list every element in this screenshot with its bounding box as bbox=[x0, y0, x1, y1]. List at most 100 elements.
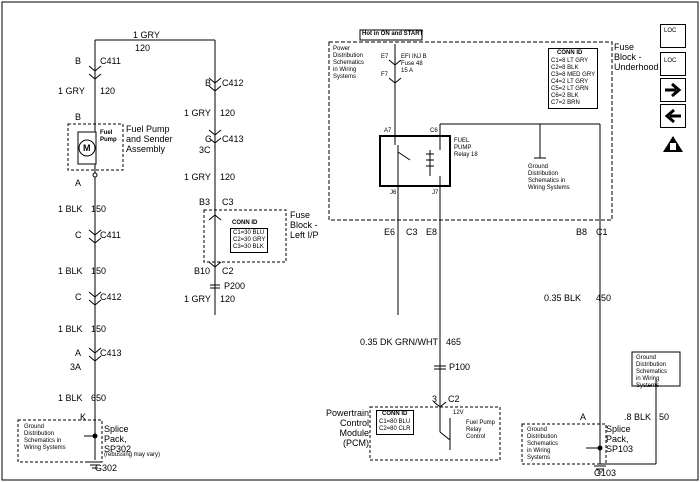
relay-pin-j6: J6 bbox=[390, 190, 397, 196]
lip-conn-table: C1=30 BLU C2=30 GRY C3=30 BLK bbox=[230, 228, 269, 253]
underhood-conn-line: C7=2 BRN bbox=[551, 100, 580, 106]
mid-wire-1: 1 GRY bbox=[184, 108, 211, 118]
left-wire-4: 1 BLK bbox=[58, 324, 83, 334]
ground-distribution-note-right: Ground Distribution Schematics in Wiring… bbox=[636, 355, 668, 389]
relay-pin-a7: A7 bbox=[384, 128, 392, 134]
left-wire-5-num: 650 bbox=[91, 393, 107, 403]
top-wire-color: 1 GRY bbox=[133, 30, 160, 40]
underhood-conn-line: C5=2 LT GRN bbox=[551, 86, 589, 92]
left-wire-1: 1 GRY bbox=[58, 86, 85, 96]
underhood-f7: F7 bbox=[381, 72, 389, 78]
pcm-relay-control-label: Fuel Pump Relay Control bbox=[466, 420, 496, 440]
right-b8: B8 bbox=[576, 227, 588, 237]
mid-c3: C3 bbox=[222, 197, 234, 207]
splice-right-ground-note: Ground Distribution Schematics in Wiring… bbox=[527, 427, 559, 461]
locator-view-button-2[interactable]: LOC bbox=[660, 52, 686, 76]
left-wire-2-num: 150 bbox=[91, 204, 107, 214]
underhood-conn-line: C2=8 BLK bbox=[551, 65, 579, 71]
left-c411: C411 bbox=[100, 56, 121, 66]
left-a-pin: A bbox=[75, 178, 82, 188]
left-wire-4-num: 150 bbox=[91, 324, 107, 334]
next-page-button[interactable] bbox=[660, 78, 686, 102]
left-c412: C412 bbox=[100, 292, 122, 302]
left-wire-1-num: 120 bbox=[100, 86, 116, 96]
arrow-left-icon bbox=[664, 108, 681, 124]
efi-fuse-label: EFI INJ B Fuse 48 15 A bbox=[401, 54, 427, 74]
ground-g302: G302 bbox=[95, 463, 118, 473]
mid-b-pin: B bbox=[205, 78, 212, 88]
mid-c2: C2 bbox=[222, 266, 234, 276]
underhood-conn-line: C3=8 MED GRY bbox=[551, 72, 596, 78]
loc-icon: LOC bbox=[664, 58, 677, 64]
right-c1: C1 bbox=[596, 227, 608, 237]
arrow-right-icon bbox=[665, 82, 682, 98]
locator-view-button[interactable]: LOC bbox=[660, 24, 686, 48]
diagnostic-button[interactable] bbox=[662, 134, 684, 154]
lip-conn-line: C2=30 GRY bbox=[233, 237, 266, 243]
right-blk-8: .8 BLK bbox=[624, 412, 652, 422]
right-c3: C3 bbox=[406, 227, 418, 237]
hot-in-on-start-label: Hot in ON and START bbox=[362, 31, 424, 37]
underhood-e7: E7 bbox=[381, 54, 389, 60]
left-b-pin: B bbox=[75, 56, 82, 66]
pcm-conn-line: C1=80 BLU bbox=[379, 419, 411, 425]
mid-b10: B10 bbox=[194, 266, 211, 276]
loc-icon: LOC bbox=[664, 28, 677, 34]
mid-pin-3c: 3C bbox=[199, 145, 211, 155]
left-wire-3-num: 150 bbox=[91, 266, 107, 276]
left-wire-2: 1 BLK bbox=[58, 204, 83, 214]
splice-left-label: Splice Pack, SP302 bbox=[104, 424, 132, 454]
right-blk-35: 0.35 BLK bbox=[544, 293, 582, 303]
fuel-pump-relay-label: FUEL PUMP Relay 18 bbox=[454, 138, 478, 158]
fuse-block-underhood-label: Fuse Block - Underhood bbox=[614, 42, 659, 72]
underhood-conn-line: C6=2 BLK bbox=[551, 93, 579, 99]
lip-conn-line: C3=30 BLK bbox=[233, 244, 264, 250]
top-wire-circuit: 120 bbox=[135, 43, 151, 53]
right-e8: E8 bbox=[426, 227, 438, 237]
underhood-conn-line: C4=2 LT GRY bbox=[551, 79, 589, 85]
right-pin3: 3 bbox=[432, 394, 438, 404]
left-b-lower: B bbox=[75, 112, 82, 122]
left-pin-3a: 3A bbox=[70, 362, 82, 372]
mid-wire-3-num: 120 bbox=[220, 294, 236, 304]
underhood-conn-title: CONN ID bbox=[557, 50, 583, 56]
mid-wire-2: 1 GRY bbox=[184, 172, 211, 182]
pcm-conn-line: C2=80 CLR bbox=[379, 426, 411, 432]
mid-b3: B3 bbox=[199, 197, 211, 207]
relay-pin-j7: J7 bbox=[432, 190, 439, 196]
mid-wire-2-num: 120 bbox=[220, 172, 236, 182]
right-a-pin: A bbox=[580, 412, 587, 422]
right-blk-8-num: 50 bbox=[659, 412, 670, 422]
lip-conn-title: CONN ID bbox=[232, 220, 258, 226]
right-dk-grn: 0.35 DK GRN/WHT bbox=[360, 337, 439, 347]
pcm-conn-title: CONN ID bbox=[382, 411, 408, 417]
motor-symbol: M bbox=[83, 143, 91, 153]
left-c-pin2: C bbox=[75, 292, 82, 302]
mid-wire-1-num: 120 bbox=[220, 108, 236, 118]
pcm-voltage: 12V bbox=[453, 410, 464, 416]
fuel-pump-assembly-label: Fuel Pump and Sender Assembly bbox=[126, 124, 173, 154]
splice-right-label: Splice Pack, SP103 bbox=[606, 424, 634, 454]
mid-wire-3: 1 GRY bbox=[184, 294, 211, 304]
mid-c-pin: C bbox=[205, 134, 212, 144]
previous-page-button[interactable] bbox=[660, 104, 686, 128]
lip-conn-line: C1=30 BLU bbox=[233, 230, 265, 236]
right-dk-grn-num: 465 bbox=[446, 337, 462, 347]
left-wire-3: 1 BLK bbox=[58, 266, 83, 276]
power-distribution-note: Power Distribution Schematics in Wiring … bbox=[333, 46, 365, 80]
left-k-pin: K bbox=[80, 412, 87, 422]
left-wire-5: 1 BLK bbox=[58, 393, 83, 403]
splice-left-ground-note: Ground Distribution Schematics in Wiring… bbox=[24, 424, 66, 451]
mid-p200: P200 bbox=[224, 281, 246, 291]
pump-inner-label: Fuel Pump bbox=[100, 130, 117, 143]
underhood-conn-table: C1=8 LT GRY C2=8 BLK C3=8 MED GRY C4=2 L… bbox=[548, 48, 599, 109]
right-p100: P100 bbox=[449, 362, 471, 372]
underhood-conn-line: C1=8 LT GRY bbox=[551, 58, 589, 64]
mid-c412: C412 bbox=[222, 78, 244, 88]
left-a-pin2: A bbox=[75, 348, 82, 358]
relay-pin-c6: C6 bbox=[430, 128, 438, 134]
mid-c413: C413 bbox=[222, 134, 244, 144]
left-c413: C413 bbox=[100, 348, 122, 358]
